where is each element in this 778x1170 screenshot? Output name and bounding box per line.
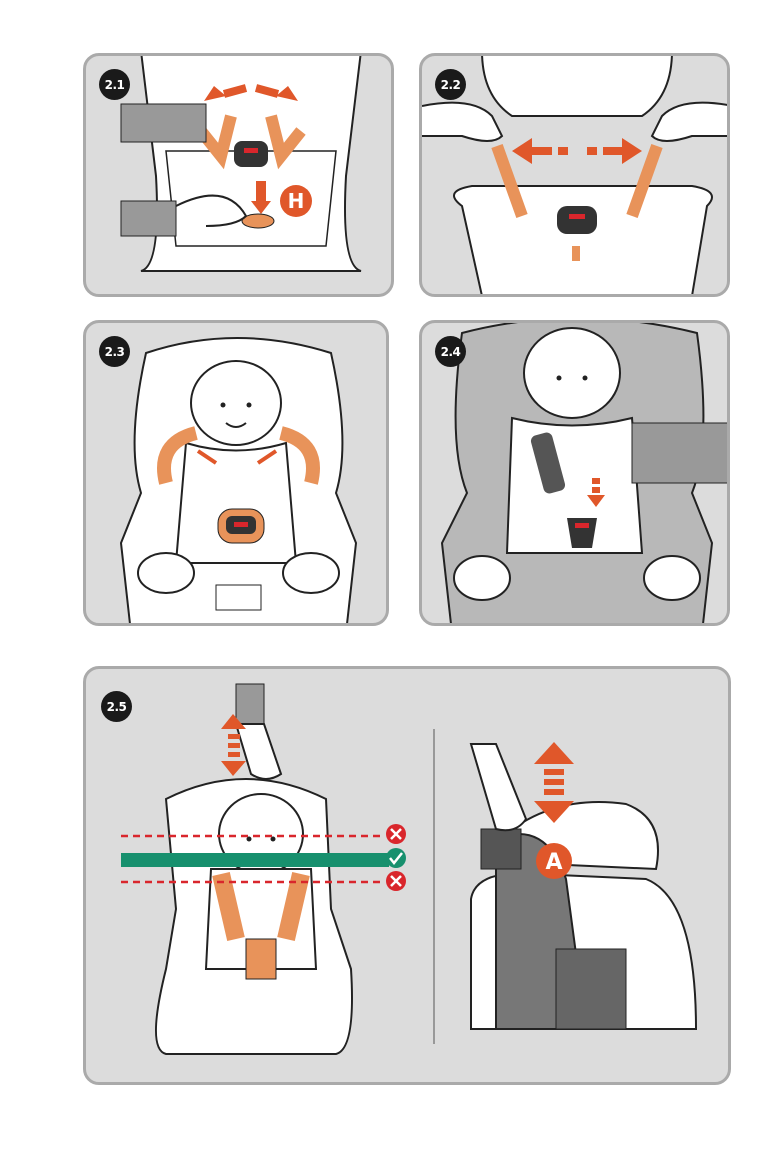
step-number-badge: 2.5	[101, 691, 132, 722]
step-number-badge: 2.1	[99, 69, 130, 100]
step-2-5-panel: 2.5 A	[83, 666, 731, 1085]
up-down-arrow-icon	[534, 742, 574, 823]
step-2-2-illustration	[422, 56, 727, 294]
up-down-arrow-icon	[221, 714, 246, 776]
wrong-icon	[386, 824, 406, 844]
step-number-badge: 2.2	[435, 69, 466, 100]
step-2-2-panel: 2.2	[419, 53, 730, 297]
step-2-5-illustration: A	[121, 683, 698, 1055]
correct-shoulder-line	[121, 853, 389, 867]
step-number-badge: 2.4	[435, 336, 466, 367]
wrong-icon	[386, 871, 406, 891]
marker-a-label: A	[545, 850, 562, 875]
step-2-1-panel: 2.1 H	[83, 53, 394, 297]
step-2-3-panel: 2.3	[83, 320, 389, 626]
step-2-4-panel: 2.4	[419, 320, 730, 626]
step-2-1-illustration: H	[120, 56, 362, 272]
marker-h-label: H	[288, 189, 305, 213]
step-2-3-illustration	[119, 337, 358, 623]
step-number-badge: 2.3	[99, 336, 130, 367]
check-icon	[386, 848, 406, 868]
step-2-4-illustration	[440, 323, 727, 623]
